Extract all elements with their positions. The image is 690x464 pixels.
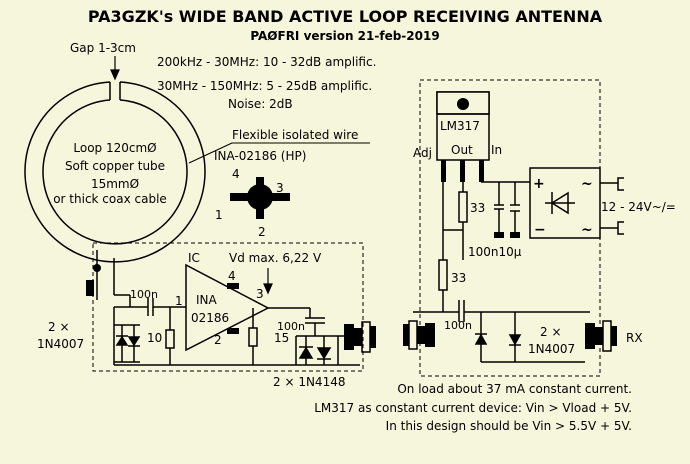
ina-pin2-ground [227, 328, 239, 334]
ina-name-1: INA [196, 293, 218, 307]
bias-tee-diodes-part: 1N4007 [528, 342, 575, 356]
input-diodes-part: 1N4007 [37, 337, 84, 351]
lm317-name: LM317 [440, 119, 480, 133]
ina-pin-4: 4 [228, 269, 236, 283]
ina-package [230, 177, 290, 219]
bias-tee-cap-label: 100n [444, 319, 472, 332]
vd-arrow [263, 268, 273, 295]
spec-line-2: 30MHz - 150MHz: 5 - 25dB amplific. [157, 79, 372, 93]
regulator-resistor-1 [458, 191, 468, 223]
ina-part-name: INA-02186 (HP) [214, 149, 306, 163]
bias-tee-diodes-count: 2 × [540, 325, 562, 339]
ic-label: IC [188, 251, 200, 265]
output-diodes-label: 2 × 1N4148 [273, 375, 345, 389]
loop-antenna [24, 81, 206, 263]
amplifier-enclosure [92, 242, 364, 372]
loop-text-4: or thick coax cable [53, 192, 167, 206]
ina-amplifier-symbol [185, 263, 270, 352]
rect-ac-1: ~ [581, 176, 593, 192]
ground-lug [86, 280, 94, 296]
pkg-pin-3: 3 [276, 181, 284, 195]
loop-text-3: 15mmØ [91, 177, 139, 191]
regulator-resistor-2 [438, 259, 448, 291]
output-resistor [248, 327, 258, 347]
ina-pin4-ground [227, 283, 239, 289]
supply-terminals [600, 177, 624, 235]
input-res-label: 10 [147, 331, 162, 345]
vd-label: Vd max. 6,22 V [229, 251, 322, 265]
input-cap-label: 100n [130, 288, 158, 301]
pkg-pin-4: 4 [232, 167, 240, 181]
r1-label: 33 [470, 201, 485, 215]
loop-text-2: Soft copper tube [65, 159, 165, 173]
regulator-wiring [442, 181, 530, 312]
page-title: PA3GZK's WIDE BAND ACTIVE LOOP RECEIVING… [88, 7, 603, 26]
lm317-in-label: In [491, 143, 502, 157]
r2-label: 33 [451, 271, 466, 285]
cap-ground-1 [494, 232, 504, 238]
output-cap-label: 100n [277, 320, 305, 333]
loop-feed-wires [96, 250, 130, 300]
bias-tee-diodes [474, 333, 522, 346]
note-line-3: In this design should be Vin > 5.5V + 5V… [386, 419, 632, 433]
bridge-rectifier [529, 167, 601, 239]
bias-tee-input-connector [403, 320, 435, 350]
lm317-adj-label: Adj [413, 146, 432, 160]
output-connector [344, 321, 376, 353]
wire-pointer [188, 142, 370, 164]
flexible-wire-label: Flexible isolated wire [232, 128, 358, 142]
supply-label: 12 - 24V~/= [601, 200, 676, 214]
input-diodes-count: 2 × [48, 320, 70, 334]
cap-ground-2 [510, 232, 520, 238]
ground-junction-dot [93, 264, 101, 272]
input-resistor [165, 329, 175, 349]
pkg-pin-1: 1 [215, 208, 223, 222]
output-res-label: 15 [274, 331, 289, 345]
page-subtitle: PAØFRI version 21-feb-2019 [250, 29, 439, 43]
rect-plus: + [533, 176, 545, 192]
rx-label: RX [626, 331, 643, 345]
lm317-package [436, 91, 490, 161]
note-line-1: On load about 37 mA constant current. [397, 382, 632, 396]
ina-pin-3: 3 [256, 287, 264, 301]
gap-arrow [110, 56, 120, 81]
rx-connector [585, 320, 617, 352]
output-network [252, 307, 345, 365]
input-network [113, 295, 186, 365]
regulator-caps-label: 100n10µ [468, 245, 522, 259]
ina-pin-1: 1 [175, 294, 183, 308]
rect-minus: − [534, 222, 546, 238]
loop-text-1: Loop 120cmØ [73, 141, 156, 155]
spec-line-3: Noise: 2dB [228, 97, 293, 111]
rect-ac-2: ~ [581, 222, 593, 238]
output-diodes [298, 336, 332, 365]
lm317-legs [441, 160, 484, 182]
spec-line-1: 200kHz - 30MHz: 10 - 32dB amplific. [157, 55, 376, 69]
lm317-out-label: Out [451, 143, 473, 157]
note-line-2: LM317 as constant current device: Vin > … [314, 401, 632, 415]
ina-pin-2: 2 [214, 333, 222, 347]
input-diodes [114, 324, 141, 363]
pkg-pin-2: 2 [258, 225, 266, 239]
gap-label: Gap 1-3cm [70, 41, 136, 55]
ina-name-2: 02186 [191, 311, 229, 325]
